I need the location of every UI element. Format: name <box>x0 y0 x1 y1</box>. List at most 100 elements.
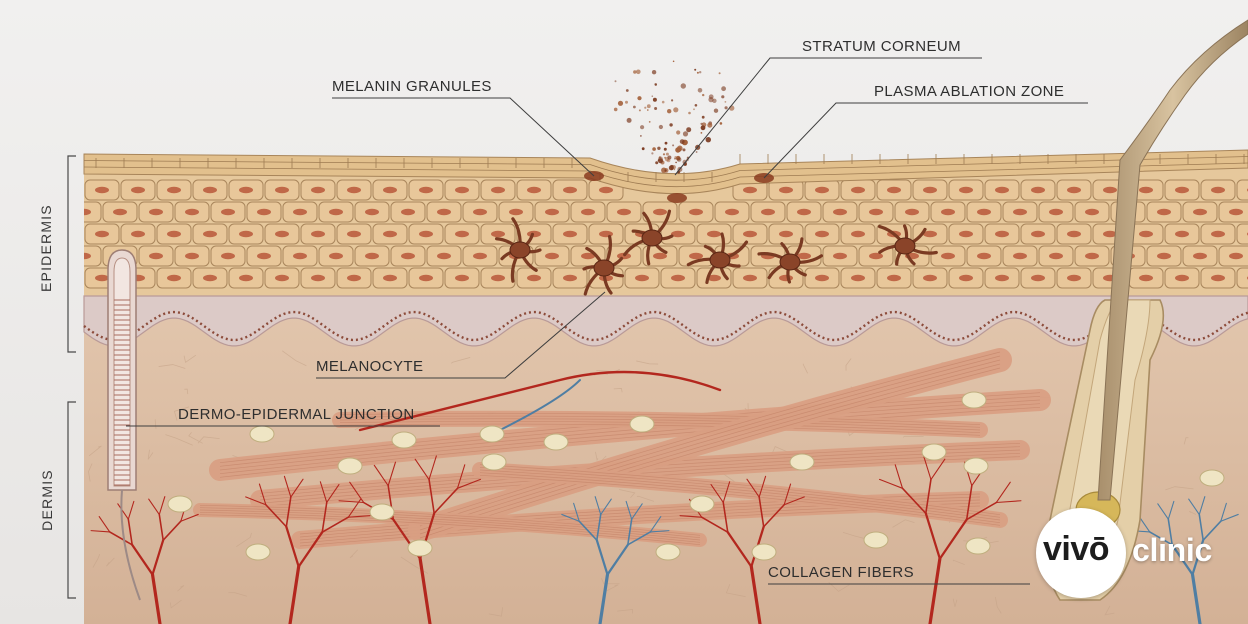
ablation-particle <box>674 158 676 160</box>
epidermis-cell <box>157 224 191 244</box>
ablation-particle <box>615 80 617 82</box>
epidermis-cell <box>463 246 497 266</box>
ablation-particle <box>652 147 656 151</box>
ablation-particle <box>698 88 703 93</box>
ablation-particle <box>633 70 636 73</box>
ablation-particle <box>662 101 665 104</box>
ablation-particle <box>639 109 641 111</box>
epidermis-cell <box>985 224 1019 244</box>
ablation-particle <box>653 98 657 102</box>
ablation-particle <box>693 108 695 110</box>
epidermis-cell <box>229 268 263 288</box>
epidermis-cell <box>175 246 209 266</box>
epidermis-cell <box>319 202 353 222</box>
epidermis-cell <box>247 202 281 222</box>
fat-cell <box>864 532 888 548</box>
epidermis-cell <box>805 224 839 244</box>
epidermis-cell <box>895 202 929 222</box>
epidermis-cell <box>805 180 839 200</box>
epidermis-cell <box>1237 224 1248 244</box>
epidermis-cell <box>823 202 857 222</box>
epidermis-cell <box>175 202 209 222</box>
ablation-particle <box>618 101 623 106</box>
epidermis-cell <box>913 224 947 244</box>
epidermis-cell <box>139 246 173 266</box>
epidermis-cell <box>427 246 461 266</box>
epidermis-cell <box>193 180 227 200</box>
ablation-particle <box>659 125 663 129</box>
epidermis-cell <box>733 268 767 288</box>
epidermis-cell <box>1075 246 1109 266</box>
fat-cell <box>790 454 814 470</box>
epidermis-cell <box>1219 246 1248 266</box>
epidermis-cell <box>949 268 983 288</box>
ablation-particle <box>657 147 660 150</box>
epidermis-cell <box>301 268 335 288</box>
ablation-particle <box>681 83 686 88</box>
ablation-particle <box>640 135 642 137</box>
epidermis-cell <box>193 224 227 244</box>
epidermis-cell <box>1147 202 1181 222</box>
ablation-particle <box>663 153 665 155</box>
epidermis-cell <box>265 180 299 200</box>
ablation-particle <box>725 101 727 103</box>
fat-cell <box>250 426 274 442</box>
ablation-particle <box>707 123 712 128</box>
ablation-particle <box>701 132 703 134</box>
epidermis-cell <box>553 268 587 288</box>
epidermis-cell <box>697 224 731 244</box>
epidermis-cell <box>625 268 659 288</box>
fat-cell <box>392 432 416 448</box>
ablation-particle <box>654 83 657 86</box>
epidermis-cell <box>391 202 425 222</box>
epidermis-cell <box>1183 246 1217 266</box>
ablation-particle <box>699 71 701 73</box>
ablation-particle <box>671 168 673 170</box>
epidermis-cell <box>769 224 803 244</box>
ablation-particle <box>666 153 669 156</box>
epidermis-cell <box>841 180 875 200</box>
fat-cell <box>408 540 432 556</box>
epidermis-cell <box>409 268 443 288</box>
fat-cell <box>630 416 654 432</box>
ablation-particle <box>683 148 686 151</box>
epidermis-cell <box>463 202 497 222</box>
epidermis-cell <box>1165 224 1199 244</box>
epidermis-cell <box>1237 268 1248 288</box>
epidermis-cell <box>679 202 713 222</box>
epidermis-cell <box>139 202 173 222</box>
epidermis-cell <box>445 268 479 288</box>
fat-cell <box>690 496 714 512</box>
ablation-particle <box>714 109 718 113</box>
label-dermo-epidermal-junction: DERMO-EPIDERMAL JUNCTION <box>178 406 415 423</box>
ablation-particle <box>652 95 654 97</box>
epidermis-cell <box>1021 224 1055 244</box>
epidermis-cell <box>193 268 227 288</box>
epidermis-cell <box>877 268 911 288</box>
epidermis-cell <box>1237 180 1248 200</box>
logo-wordmark-clinic: clinic <box>1132 532 1212 569</box>
label-melanin-granules: MELANIN GRANULES <box>332 78 492 95</box>
epidermis-cell <box>283 246 317 266</box>
ablation-particle <box>675 162 677 164</box>
epidermis-cell <box>427 202 461 222</box>
fat-cell <box>922 444 946 460</box>
side-label-epidermis: EPIDERMIS <box>38 212 54 292</box>
epidermis-cell <box>283 202 317 222</box>
epidermis-cell <box>265 268 299 288</box>
ablation-particle <box>658 157 663 162</box>
epidermis-cell <box>373 268 407 288</box>
ablation-particle <box>614 108 618 112</box>
ablation-particle <box>701 125 706 130</box>
epidermis-cell <box>1021 268 1055 288</box>
fat-cell <box>370 504 394 520</box>
epidermis-cell <box>337 268 371 288</box>
ablation-particle <box>702 116 705 119</box>
epidermis-cell <box>391 246 425 266</box>
ablation-particle <box>644 107 646 109</box>
epidermis-cell <box>571 202 605 222</box>
epidermis-cell <box>301 180 335 200</box>
ablation-particle <box>664 157 666 159</box>
epidermis-cell <box>661 268 695 288</box>
epidermis-cell <box>1201 224 1235 244</box>
